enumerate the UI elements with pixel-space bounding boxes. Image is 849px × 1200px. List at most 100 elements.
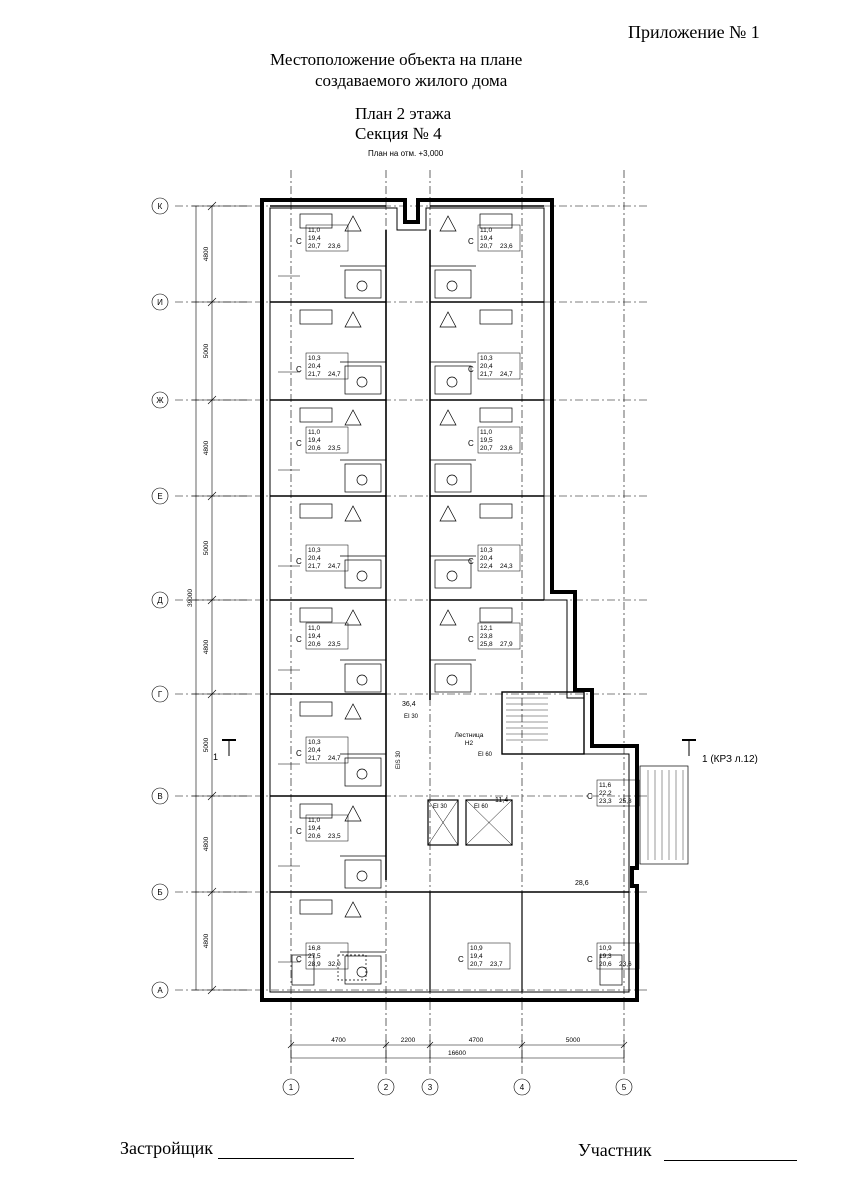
bathroom [344,559,382,589]
area-value: 24,7 [500,371,513,378]
participant-signature-line [664,1160,797,1161]
area-value: 24,7 [328,755,341,762]
area-value: 28,9 [308,961,321,968]
dim-value: 5000 [203,737,210,752]
area-value: 19,4 [470,953,483,960]
axis-label-row: Е [157,492,162,501]
level-note: План на отм. +3,000 [368,149,444,158]
axis-bubble [151,293,169,311]
toilet-icon [446,674,458,686]
fire-triangle-icon [439,505,457,522]
area-value: 23,7 [490,961,503,968]
area-value: 36,4 [402,701,416,708]
area-table [596,942,640,970]
bathroom [434,559,472,589]
kitchen-counter [479,607,513,623]
axis-label-row: Б [157,888,162,897]
area-table [305,622,349,650]
area-value: 23,8 [480,633,493,640]
area-value: 27,9 [500,641,513,648]
bathroom [344,757,382,787]
fire-triangle-icon [344,505,362,522]
fire-triangle-icon [344,703,362,720]
bed-icon [291,954,315,986]
apartment-type: С [468,439,474,448]
kitchen-counter [479,309,513,325]
axis-label-col: 2 [384,1083,389,1092]
apartment-type: С [468,237,474,246]
toilet-icon [356,474,368,486]
area-value: 19,4 [308,825,321,832]
area-value: 24,3 [500,563,513,570]
axis-bubble [151,685,169,703]
area-value: 21,7 [308,563,321,570]
area-value: 20,6 [308,833,321,840]
area-value: 20,4 [308,363,321,370]
bathroom [344,859,382,889]
building-walls [260,198,639,1002]
area-value: 10,3 [308,739,321,746]
toilet-icon [356,768,368,780]
axis-bubble [151,197,169,215]
fire-rating: EI 60 [474,804,489,810]
fire-triangle-icon [439,215,457,232]
dimension-lines [192,201,628,1062]
apartment-type: С [468,557,474,566]
dim-slash [287,1041,295,1049]
dim-value: 2200 [401,1037,416,1044]
bathroom [344,955,382,985]
area-table [305,426,349,454]
area-value: 12,1 [480,625,493,632]
fire-triangle-icon [439,609,457,626]
dim-slash [207,201,217,211]
fire-rating: EIS 30 [396,750,402,769]
area-value: 19,5 [480,437,493,444]
apartment-type: С [296,635,302,644]
axis-bubble [421,1078,439,1096]
area-value: 16,8 [308,945,321,952]
area-value: 27,5 [308,953,321,960]
toilet-icon [446,280,458,292]
area-value: 10,3 [480,355,493,362]
section-title: Секция № 4 [355,124,442,143]
dim-slash [382,1041,390,1049]
dim-value: 4800 [203,246,210,261]
document-title-line2: создаваемого жилого дома [315,71,508,90]
area-value: 22,4 [480,563,493,570]
kitchen-counter [479,407,513,423]
area-value: 23,5 [328,641,341,648]
bathroom [434,365,472,395]
toilet-icon [356,674,368,686]
axis-label-row: К [158,202,163,211]
area-value: 23,6 [328,243,341,250]
dim-value: 4700 [331,1037,346,1044]
bathroom [344,269,382,299]
bed-icon [599,954,623,986]
kitchen-counter [299,899,333,915]
dim-slash [207,297,217,307]
kitchen-counter [299,701,333,717]
toilet-icon [446,376,458,388]
area-table [467,942,511,970]
area-value: 20,7 [480,445,493,452]
bathroom [434,463,472,493]
area-value: 21,7 [308,755,321,762]
document-title-line1: Местоположение объекта на плане [270,50,523,69]
area-value: 25,8 [619,798,632,805]
dim-value: 4700 [469,1037,484,1044]
area-value: 19,4 [480,235,493,242]
interior-wall-line [269,207,630,993]
kitchen-counter [479,213,513,229]
area-value: 21,7 [308,371,321,378]
entrance-porch [639,765,689,865]
fire-triangle-icon [344,409,362,426]
dim-slash [207,395,217,405]
area-value: 20,4 [308,555,321,562]
dim-slash [518,1041,526,1049]
fire-triangle-icon [344,311,362,328]
area-value: 11,0 [308,817,321,824]
axis-label-col: 4 [520,1083,525,1092]
room-partitions [222,205,696,992]
kitchen-counter [479,503,513,519]
area-value: 20,4 [308,747,321,754]
